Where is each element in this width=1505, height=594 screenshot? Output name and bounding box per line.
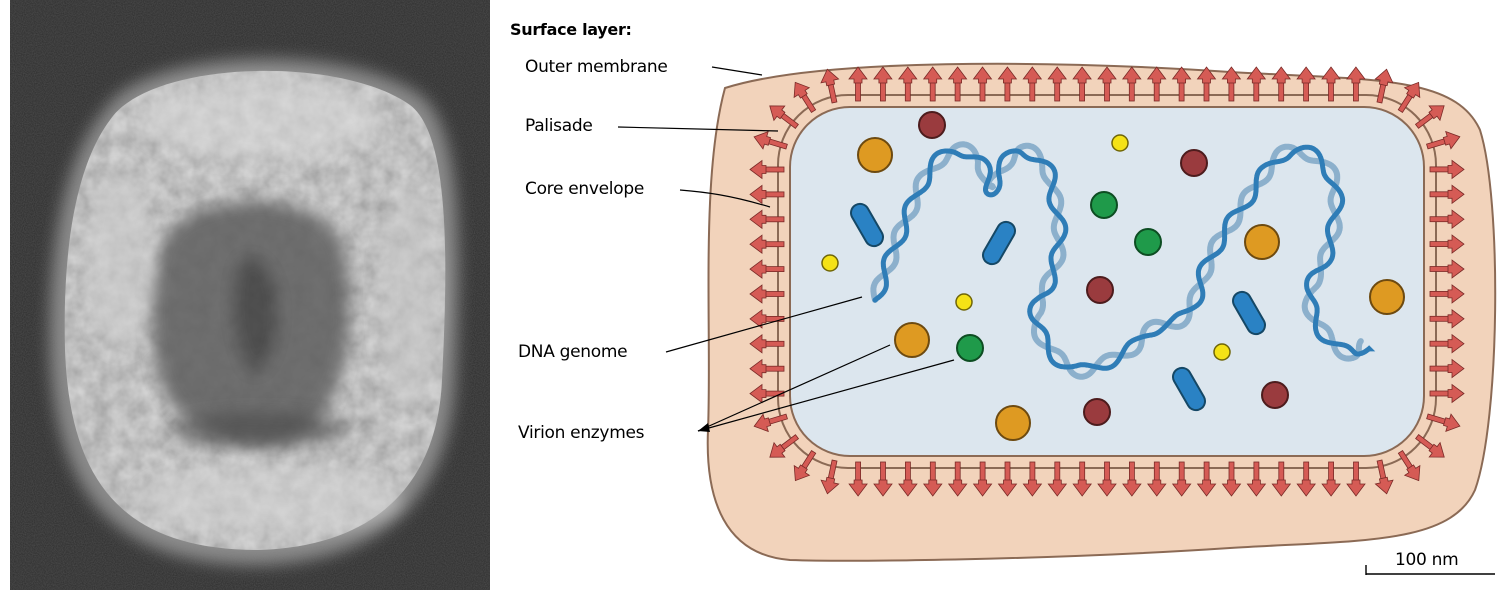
enzyme-orange	[996, 406, 1030, 440]
enzyme-orange	[895, 323, 929, 357]
enzyme-yellow	[956, 294, 972, 310]
dna-genome-label: DNA genome	[518, 342, 627, 362]
leader-outer-membrane	[712, 67, 762, 75]
core-envelope-label: Core envelope	[525, 179, 644, 199]
virion-diagram: Surface layer: Outer membrane Palisade C…	[490, 0, 1505, 590]
surface-layer-heading: Surface layer:	[510, 20, 632, 39]
virion-enzymes-label: Virion enzymes	[518, 423, 644, 443]
scale-bar-label: 100 nm	[1395, 550, 1458, 570]
enzyme-maroon	[1087, 277, 1113, 303]
enzyme-yellow	[822, 255, 838, 271]
enzyme-orange	[1245, 225, 1279, 259]
enzyme-maroon	[1084, 399, 1110, 425]
enzyme-orange	[858, 138, 892, 172]
enzyme-maroon	[1262, 382, 1288, 408]
enzyme-green	[1091, 192, 1117, 218]
enzyme-green	[957, 335, 983, 361]
enzyme-maroon	[919, 112, 945, 138]
enzyme-yellow	[1112, 135, 1128, 151]
outer-membrane-label: Outer membrane	[525, 57, 667, 77]
micrograph-image	[10, 0, 490, 590]
virion-schematic	[490, 0, 1505, 590]
palisade-label: Palisade	[525, 116, 592, 136]
enzyme-yellow	[1214, 344, 1230, 360]
enzyme-maroon	[1181, 150, 1207, 176]
enzyme-orange	[1370, 280, 1404, 314]
leader-arrowhead	[698, 423, 710, 432]
enzyme-green	[1135, 229, 1161, 255]
electron-micrograph	[10, 0, 490, 590]
